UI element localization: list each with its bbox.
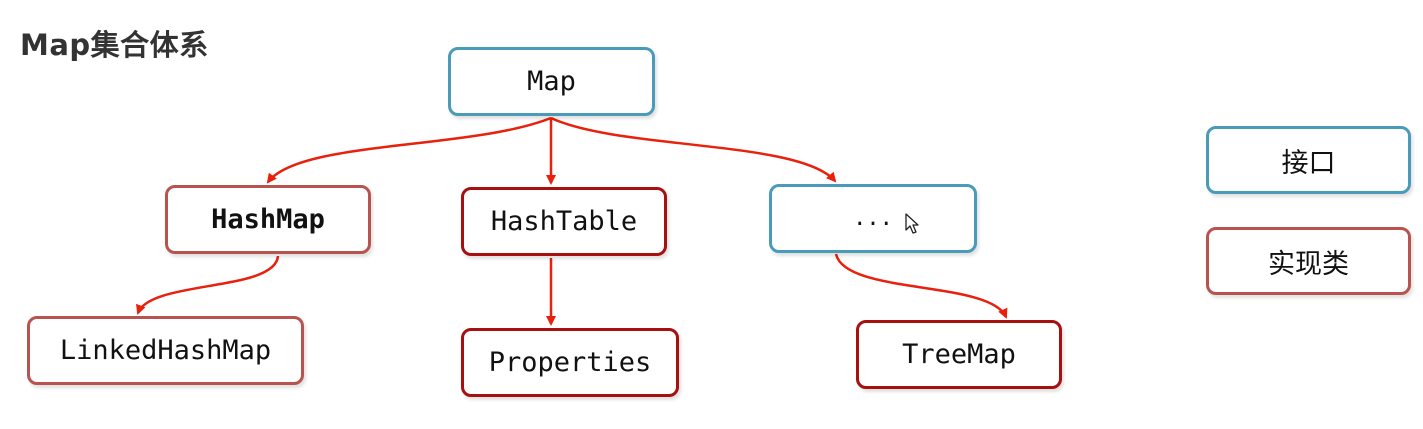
legend-interface: 接口 <box>1206 126 1411 194</box>
edge-hashmap-linkedhashmap <box>136 255 280 315</box>
node-treemap: TreeMap <box>856 320 1062 389</box>
node-hashmap: HashMap <box>165 185 371 254</box>
node-ellipsis: ... <box>769 184 977 253</box>
mouse-cursor-icon <box>905 213 919 234</box>
edge-ellipsis-treemap <box>834 253 1008 319</box>
page-title: Map集合体系 <box>20 28 209 62</box>
node-linkedhashmap: LinkedHashMap <box>27 316 304 385</box>
node-hashtable: HashTable <box>461 187 667 256</box>
edge-map-ellipsis <box>550 116 837 183</box>
node-properties: Properties <box>461 328 679 397</box>
edge-map-hashmap <box>266 116 552 184</box>
legend-implementation: 实现类 <box>1206 227 1411 295</box>
node-map: Map <box>448 47 655 116</box>
